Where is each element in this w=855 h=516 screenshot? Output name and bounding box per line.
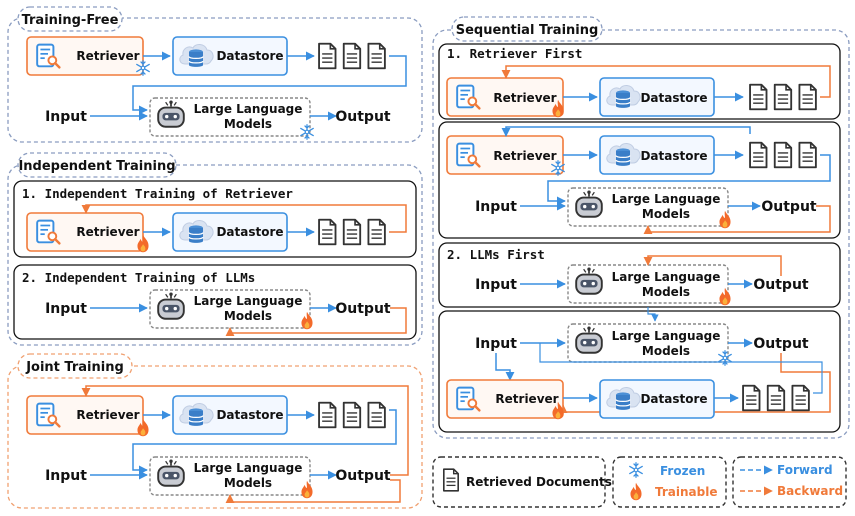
sb-retriever-node: Retriever: [446, 135, 564, 175]
sc-input-label: Input: [475, 277, 517, 293]
sd-retriever-node: Retriever: [446, 379, 564, 419]
tf-retriever-node: Retriever: [26, 36, 144, 76]
it-llm-node: Large Language Models: [149, 289, 311, 329]
sd-input-label: Input: [475, 336, 517, 352]
jt-llm-label-2: Models: [224, 476, 272, 490]
sc-llm-label-2: Models: [642, 285, 690, 299]
tf-llm-node: Large Language Models: [149, 97, 311, 137]
it-retriever-node: Retriever: [26, 212, 144, 252]
sb-llm-label-2: Models: [642, 207, 690, 221]
sa-datastore-label: Datastore: [640, 91, 707, 105]
sb-datastore-label: Datastore: [640, 149, 707, 163]
it-output-label: Output: [335, 301, 391, 317]
documents-icon: [750, 85, 816, 110]
sa-retriever-label: Retriever: [493, 91, 556, 105]
jt-llm-label-1: Large Language: [194, 461, 303, 475]
flame-icon: [630, 482, 642, 501]
sd-output-label: Output: [753, 336, 809, 352]
independent-training-panel: Independent Training 1. Independent Trai…: [7, 152, 423, 346]
joint-training-panel: Joint Training Retriever Datastore Input…: [7, 353, 423, 509]
joint-title: Joint Training: [25, 360, 124, 375]
documents-icon: [743, 386, 809, 411]
sd-datastore-node: Datastore: [599, 379, 715, 419]
sb-input-label: Input: [475, 199, 517, 215]
sequential-sub1-title: 1. Retriever First: [447, 46, 582, 61]
snowflake-icon: [629, 462, 643, 478]
jt-datastore-node: Datastore: [172, 395, 288, 435]
jt-retriever-node: Retriever: [26, 395, 144, 435]
sc-output-label: Output: [753, 277, 809, 293]
it-input-label: Input: [45, 301, 87, 317]
documents-icon: [319, 220, 385, 245]
sa-datastore-node: Datastore: [599, 77, 715, 117]
independent-title: Independent Training: [18, 159, 175, 174]
jt-input-label: Input: [45, 468, 87, 484]
tf-retriever-label: Retriever: [76, 49, 139, 63]
legend-backward-label: Backward: [777, 484, 843, 498]
jt-llm-node: Large Language Models: [149, 456, 311, 496]
jt-datastore-label: Datastore: [216, 408, 283, 422]
it-datastore-label: Datastore: [216, 225, 283, 239]
sd-llm-label-1: Large Language: [612, 329, 721, 343]
sequential-title: Sequential Training: [456, 23, 599, 38]
sa-retriever-node: Retriever: [446, 77, 564, 117]
sb-llm-node: Large Language Models: [567, 187, 729, 227]
sc-llm-node: Large Language Models: [567, 264, 729, 304]
training-free-panel: Training-Free Retriever Datastore Input …: [7, 6, 423, 143]
tf-output-label: Output: [335, 109, 391, 125]
it-datastore-node: Datastore: [172, 212, 288, 252]
documents-icon: [319, 403, 385, 428]
it-llm-label-1: Large Language: [194, 294, 303, 308]
sequential-training-panel: Sequential Training 1. Retriever First R…: [432, 16, 850, 439]
tf-llm-label-1: Large Language: [194, 102, 303, 116]
independent-sub2-title: 2. Independent Training of LLMs: [22, 270, 255, 285]
it-llm-label-2: Models: [224, 309, 272, 323]
tf-input-label: Input: [45, 109, 87, 125]
sb-output-label: Output: [761, 199, 817, 215]
documents-icon: [750, 143, 816, 168]
legend-frozen-trainable: Frozen Trainable: [612, 456, 727, 508]
sequential-sub2-title: 2. LLMs First: [447, 247, 545, 262]
sb-datastore-node: Datastore: [599, 135, 715, 175]
tf-datastore-node: Datastore: [172, 36, 288, 76]
legend-frozen-label: Frozen: [660, 464, 705, 478]
legend-retrieved-documents-label: Retrieved Documents: [466, 475, 612, 489]
sc-llm-label-1: Large Language: [612, 270, 721, 284]
it-retriever-label: Retriever: [76, 225, 139, 239]
sd-retriever-label: Retriever: [495, 392, 558, 406]
legend-forward-backward: Forward Backward: [732, 456, 847, 508]
tf-llm-label-2: Models: [224, 117, 272, 131]
sd-datastore-label: Datastore: [640, 392, 707, 406]
legend-retrieved-documents: Retrieved Documents: [432, 456, 612, 508]
document-icon: [442, 468, 460, 492]
sd-llm-label-2: Models: [642, 344, 690, 358]
sd-llm-node: Large Language Models: [567, 323, 729, 363]
independent-sub1-title: 1. Independent Training of Retriever: [22, 186, 293, 201]
documents-icon: [319, 44, 385, 69]
training-free-title: Training-Free: [22, 13, 119, 28]
legend: Retrieved Documents Frozen Trainable For…: [432, 456, 847, 508]
sb-retriever-label: Retriever: [493, 149, 556, 163]
legend-trainable-label: Trainable: [655, 485, 717, 499]
jt-output-label: Output: [335, 468, 391, 484]
legend-forward-label: Forward: [777, 463, 833, 477]
sb-llm-label-1: Large Language: [612, 192, 721, 206]
tf-datastore-label: Datastore: [216, 49, 283, 63]
jt-retriever-label: Retriever: [76, 408, 139, 422]
